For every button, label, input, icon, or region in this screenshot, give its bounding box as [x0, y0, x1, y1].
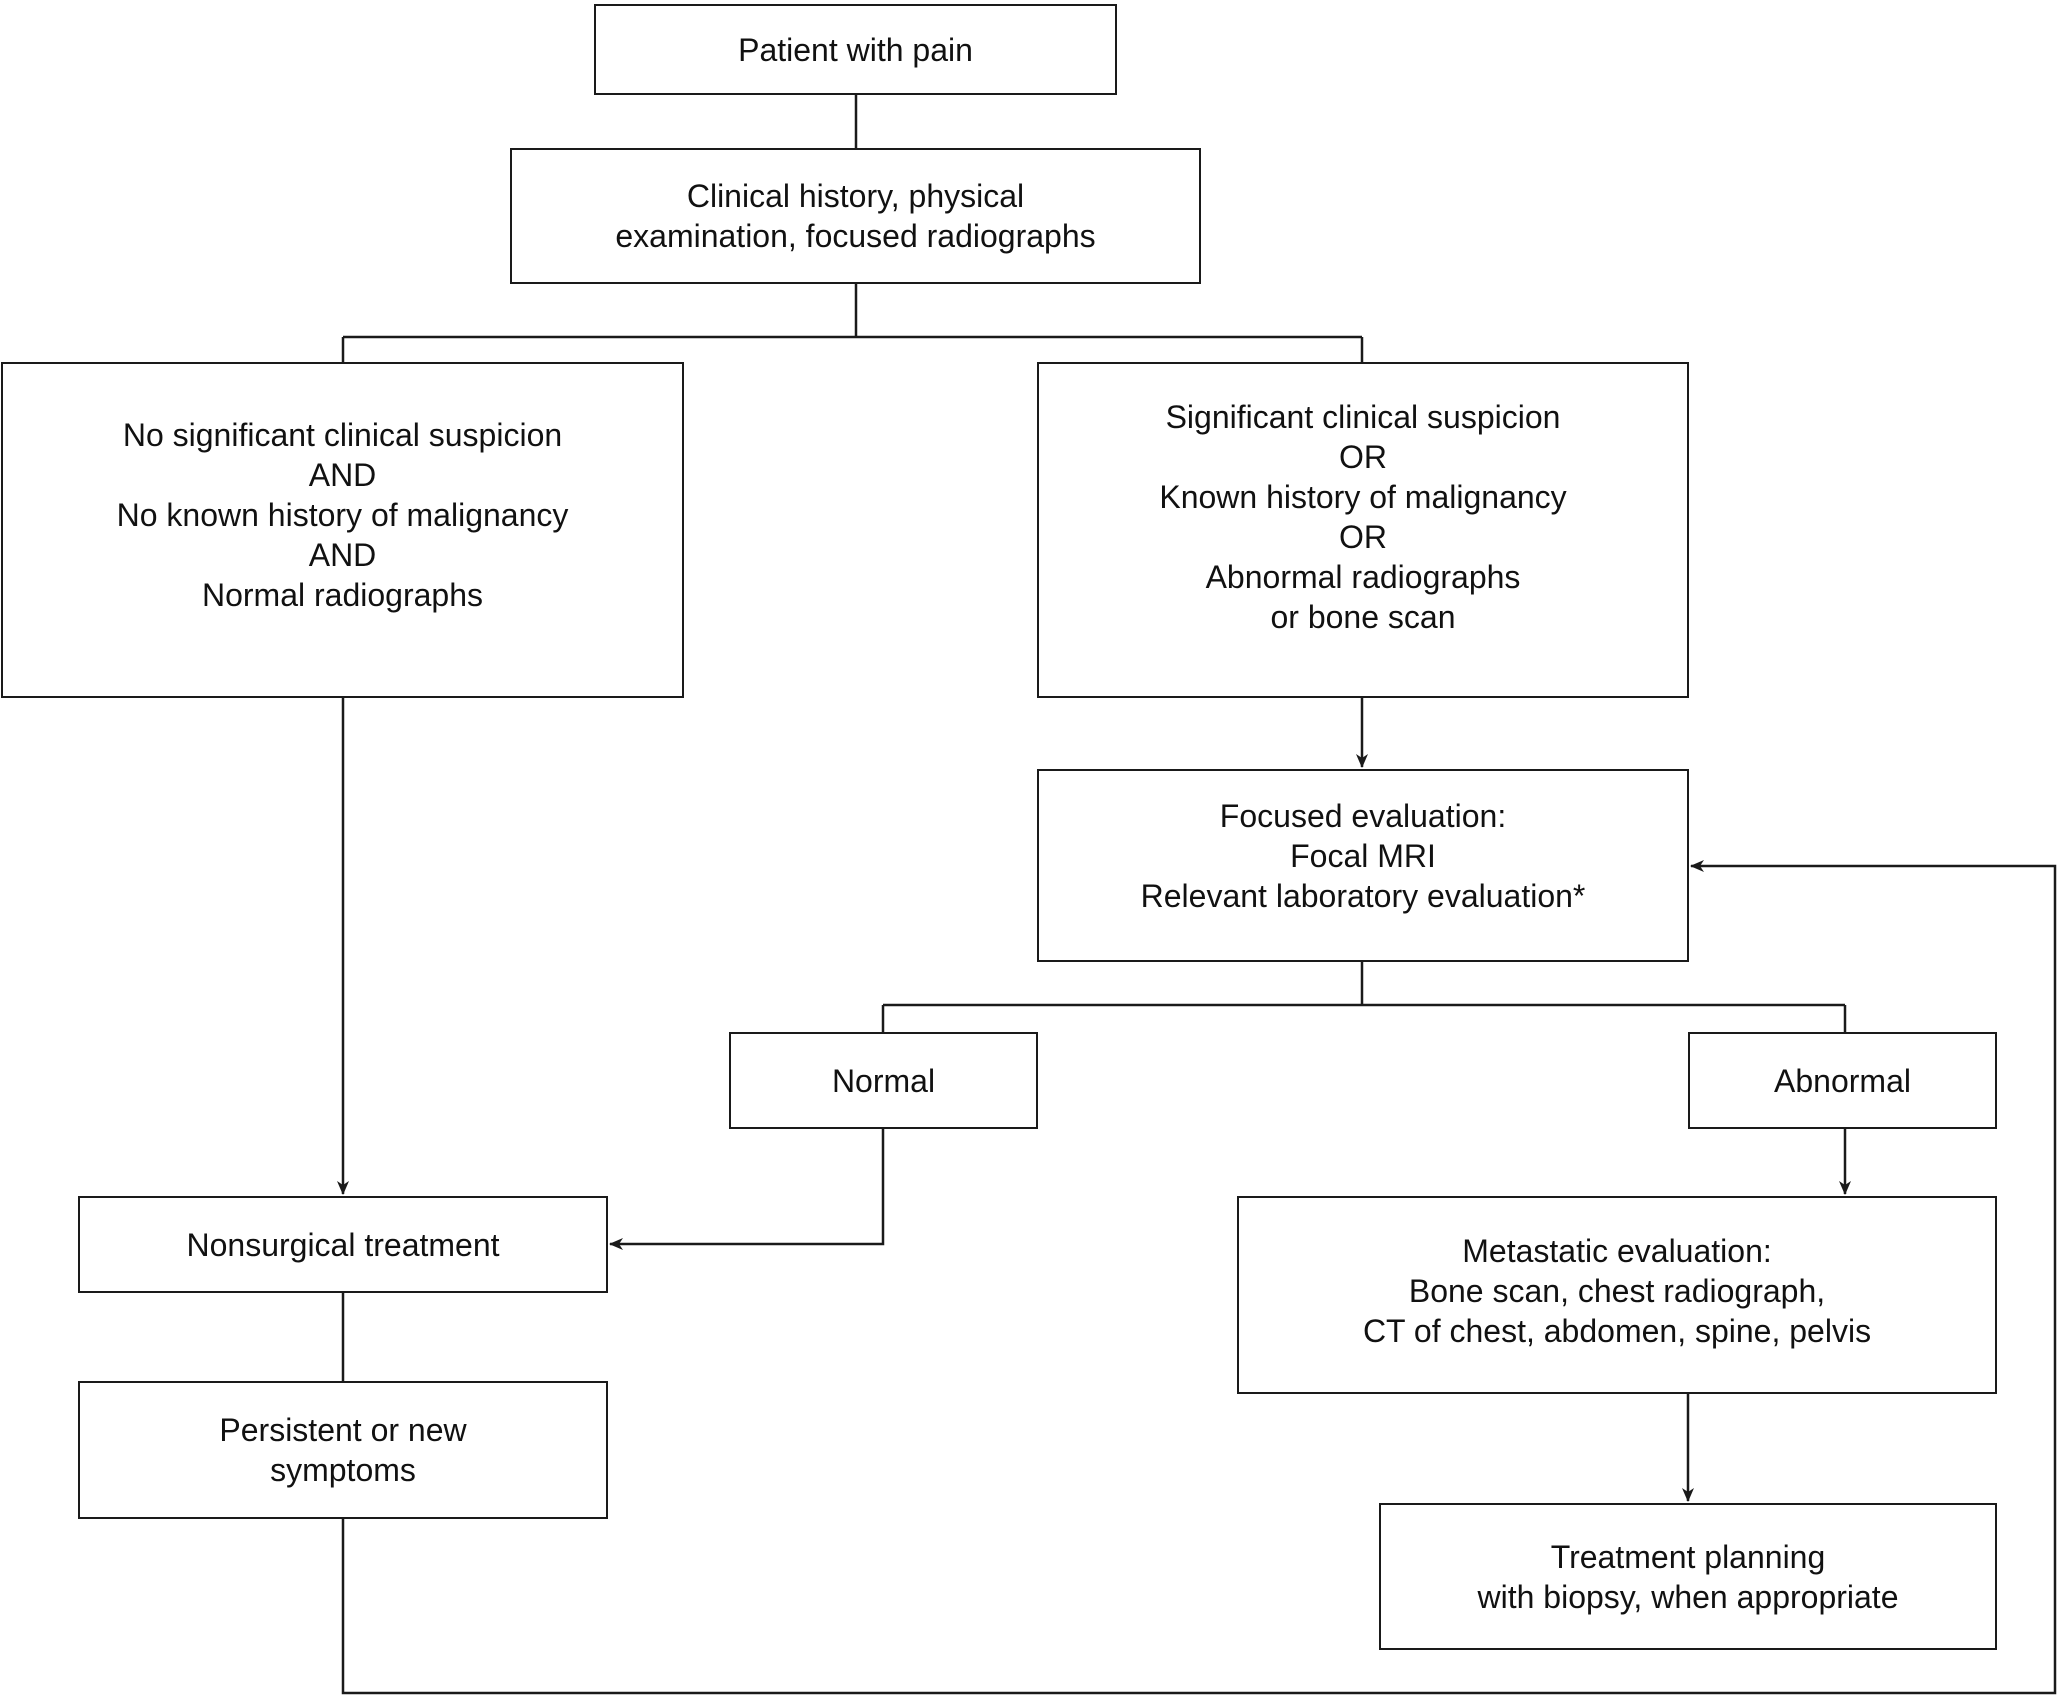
node-no-significant-suspicion: No significant clinical suspicion AND No…	[1, 362, 684, 698]
node-text-line: Abnormal	[1774, 1062, 1911, 1099]
node-text-line: Persistent or new	[219, 1412, 467, 1448]
node-metastatic-evaluation: Metastatic evaluation: Bone scan, chest …	[1237, 1196, 1997, 1394]
node-text-line: with biopsy, when appropriate	[1477, 1578, 1899, 1615]
node-text-line: Patient with pain	[738, 31, 973, 68]
node-text-line: OR	[1339, 519, 1387, 555]
node-text-line: AND	[308, 457, 377, 493]
node-significant-suspicion: Significant clinical suspicion OR Known …	[1037, 362, 1689, 698]
connector-history-split	[341, 284, 1364, 362]
node-text-line: No known history of malignancy	[116, 497, 569, 533]
node-text-line: examination, focused radiographs	[615, 218, 1096, 254]
node-text-line: No significant clinical suspicion	[122, 417, 563, 453]
node-persistent-symptoms: Persistent or new symptoms	[78, 1381, 608, 1519]
node-text-line: Bone scan, chest radiograph,	[1408, 1273, 1826, 1309]
node-text-line: OR	[1339, 439, 1387, 475]
node-text-line: Normal	[831, 1062, 936, 1099]
node-text-line: Focal MRI	[1290, 837, 1436, 874]
node-text-line: Relevant laboratory evaluation*	[1140, 877, 1586, 914]
node-text-line: Metastatic evaluation:	[1462, 1233, 1772, 1269]
node-nonsurgical-treatment: Nonsurgical treatment	[78, 1196, 608, 1293]
connector-focused-split	[881, 962, 1847, 1032]
arrow-feedback-loop	[341, 860, 2057, 1695]
node-text-line: AND	[308, 537, 377, 573]
node-patient-with-pain: Patient with pain	[594, 4, 1117, 95]
node-focused-evaluation: Focused evaluation: Focal MRI Relevant l…	[1037, 769, 1689, 962]
node-text-line: Clinical history, physical	[686, 178, 1025, 214]
node-normal: Normal	[729, 1032, 1038, 1129]
arrow-normal-nonsurgical	[609, 1129, 885, 1250]
node-text-line: or bone scan	[1270, 599, 1456, 635]
node-text-line: Normal radiographs	[201, 577, 483, 613]
node-text-line: CT of chest, abdomen, spine, pelvis	[1362, 1313, 1872, 1349]
node-text-line: Nonsurgical treatment	[186, 1226, 500, 1263]
node-treatment-planning: Treatment planning with biopsy, when app…	[1379, 1503, 1997, 1650]
node-text-line: Treatment planning	[1550, 1538, 1826, 1575]
node-clinical-history: Clinical history, physical examination, …	[510, 148, 1201, 284]
node-text-line: Known history of malignancy	[1159, 479, 1567, 515]
node-text-line: Significant clinical suspicion	[1165, 399, 1561, 435]
node-text-line: symptoms	[270, 1452, 416, 1488]
node-abnormal: Abnormal	[1688, 1032, 1997, 1129]
node-text-line: Focused evaluation:	[1219, 797, 1507, 834]
node-text-line: Abnormal radiographs	[1205, 559, 1521, 595]
